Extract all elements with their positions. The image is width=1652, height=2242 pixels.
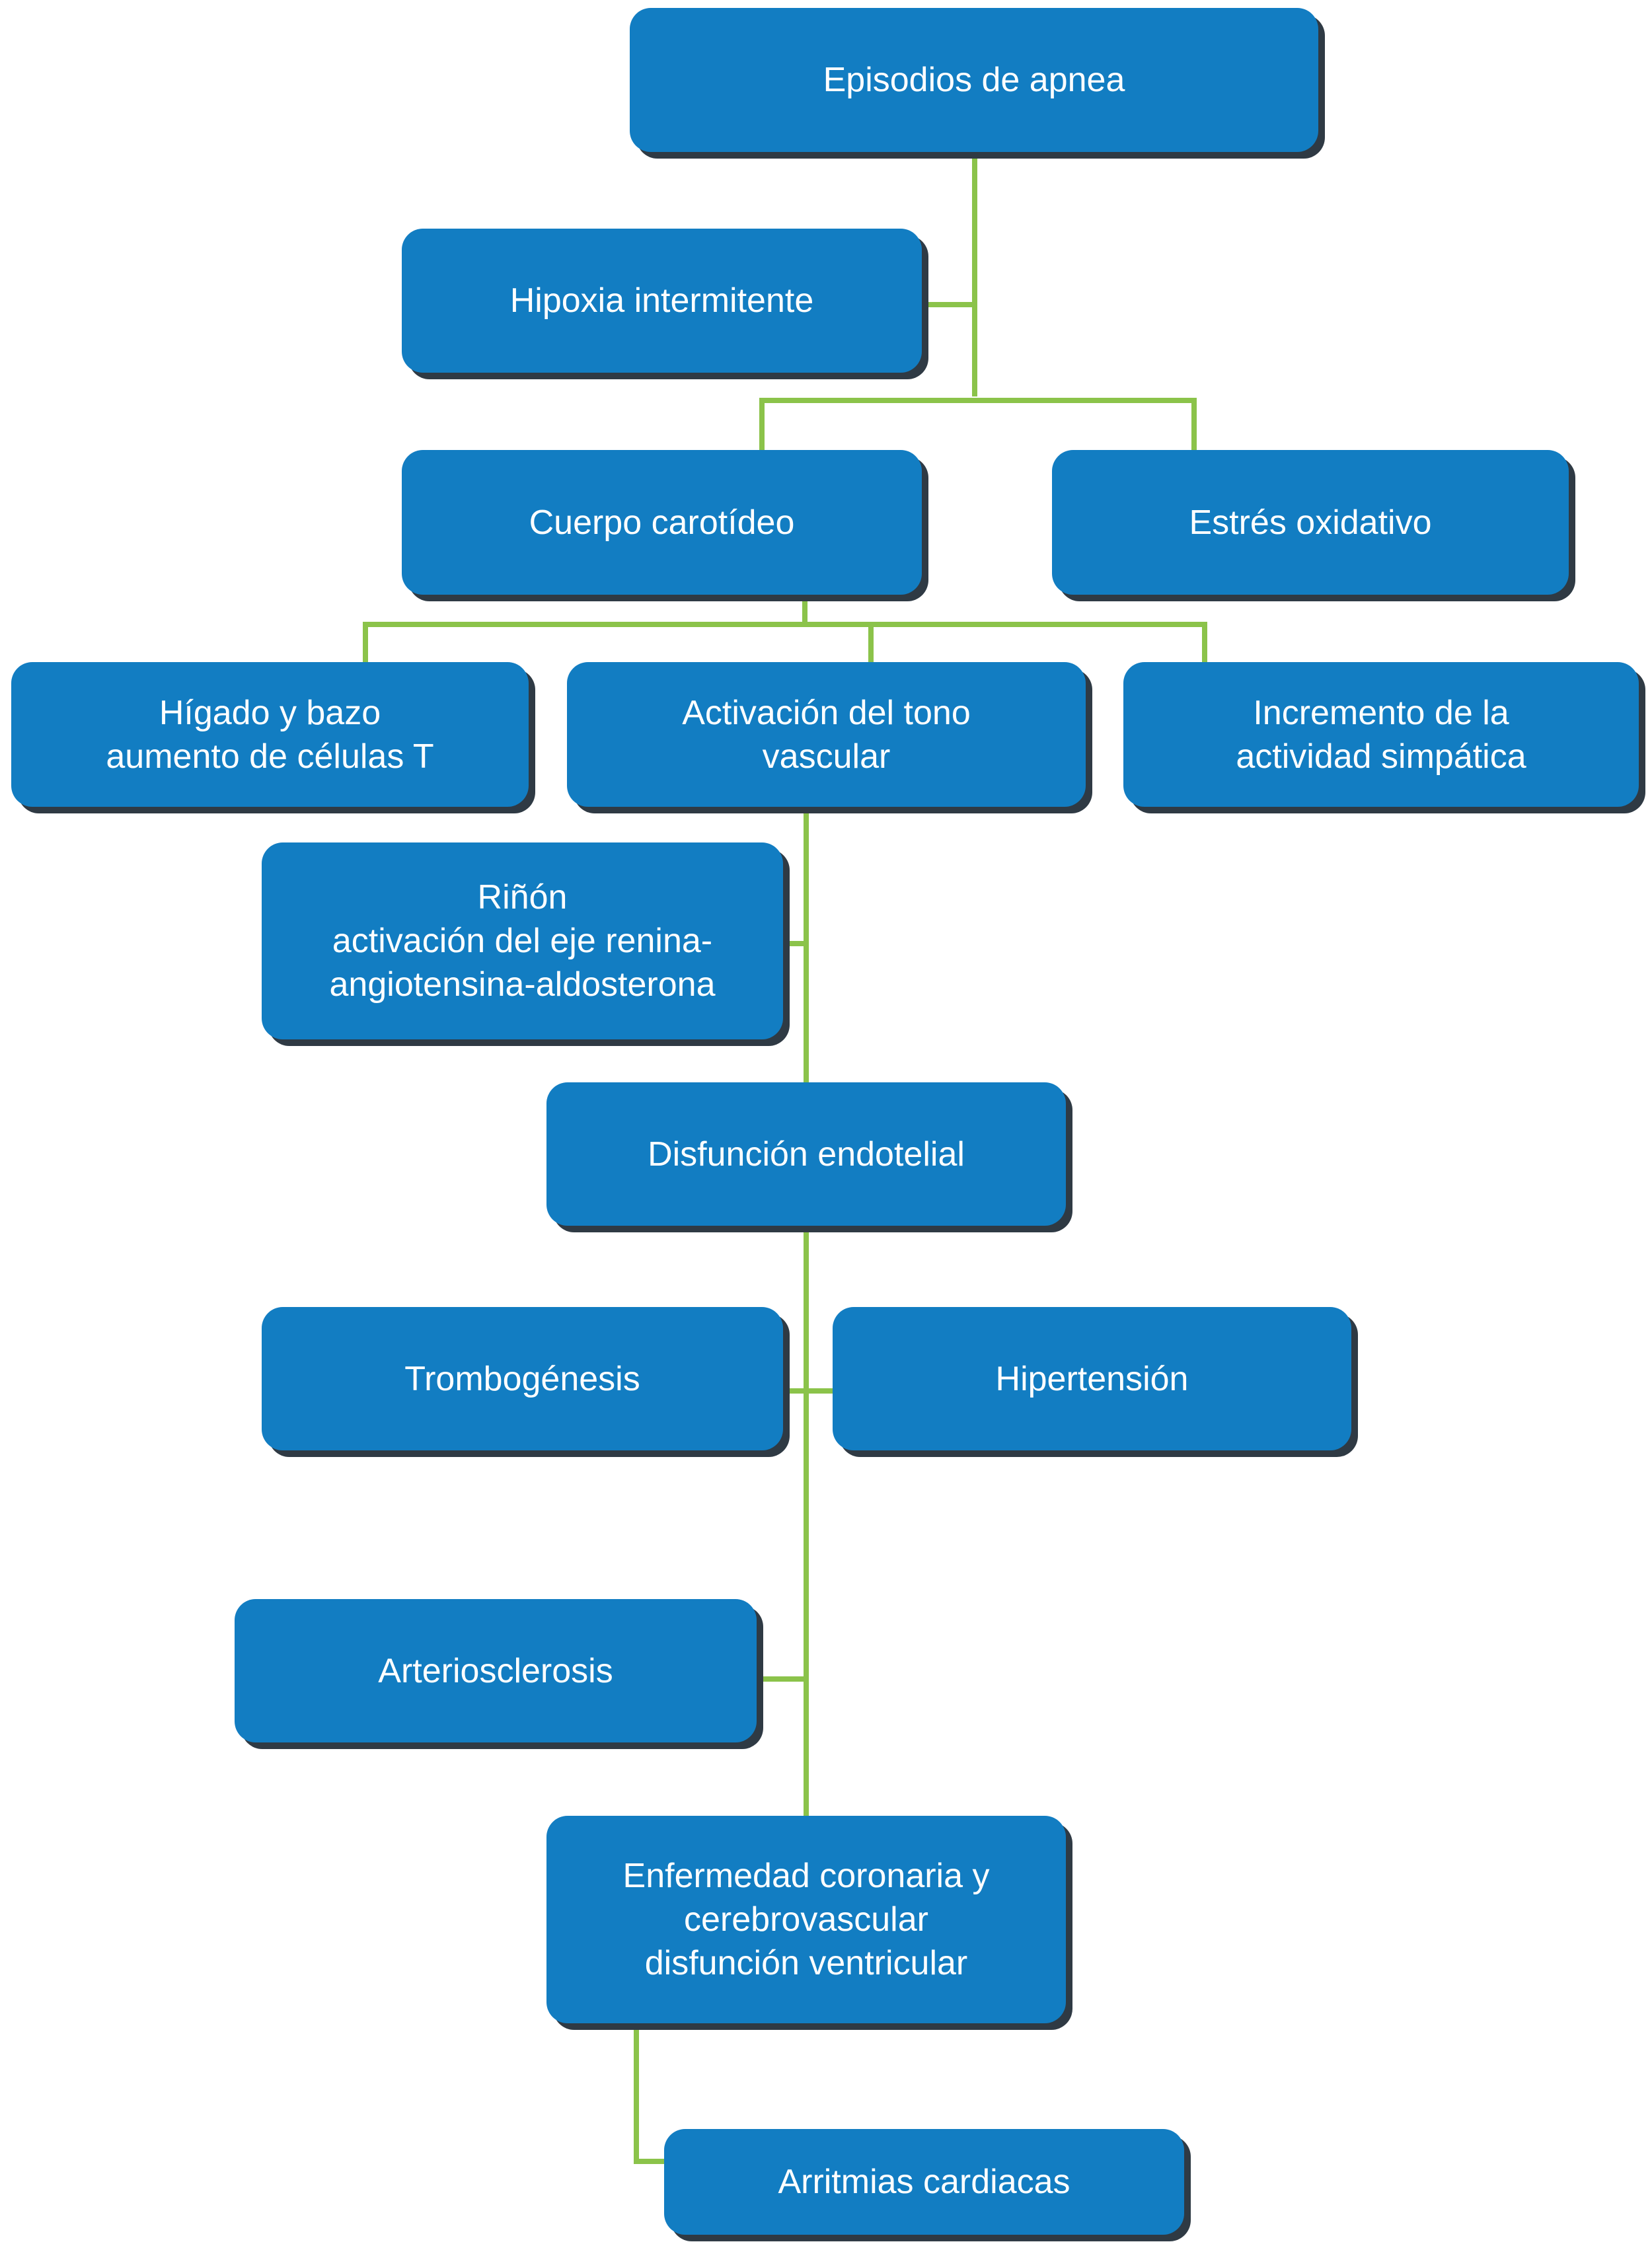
node-higado-bazo-label: Hígado y bazo aumento de células T bbox=[106, 693, 434, 776]
node-activacion-tono: Activación del tono vascular bbox=[567, 662, 1086, 807]
node-arteriosclerosis-label: Arteriosclerosis bbox=[378, 1651, 613, 1690]
node-estres-oxidativo: Estrés oxidativo bbox=[1052, 450, 1569, 595]
node-hipoxia-intermitente: Hipoxia intermitente bbox=[402, 229, 922, 373]
node-incremento-simpatica: Incremento de la actividad simpática bbox=[1123, 662, 1639, 807]
node-higado-bazo: Hígado y bazo aumento de células T bbox=[11, 662, 529, 807]
node-disfuncion-endotelial-label: Disfunción endotelial bbox=[648, 1135, 965, 1174]
node-rinon: Riñón activación del eje renina- angiote… bbox=[262, 842, 783, 1039]
node-enfermedad-coronaria-label: Enfermedad coronaria y cerebrovascular d… bbox=[622, 1857, 990, 1982]
node-activacion-tono-label: Activación del tono vascular bbox=[682, 693, 971, 776]
node-enfermedad-coronaria: Enfermedad coronaria y cerebrovascular d… bbox=[546, 1816, 1066, 2023]
node-hipoxia-intermitente-label: Hipoxia intermitente bbox=[509, 281, 814, 320]
node-trombogenesis-label: Trombogénesis bbox=[404, 1359, 640, 1398]
node-episodios-apnea-label: Episodios de apnea bbox=[823, 61, 1125, 99]
node-arteriosclerosis: Arteriosclerosis bbox=[235, 1599, 757, 1742]
node-hipertension-label: Hipertensión bbox=[995, 1359, 1189, 1398]
node-estres-oxidativo-label: Estrés oxidativo bbox=[1189, 503, 1432, 542]
node-cuerpo-carotideo: Cuerpo carotídeo bbox=[402, 450, 922, 595]
connector-arritmias bbox=[634, 2021, 667, 2164]
node-incremento-simpatica-label: Incremento de la actividad simpática bbox=[1236, 693, 1526, 776]
node-arritmias-cardiacas: Arritmias cardiacas bbox=[664, 2129, 1184, 2235]
node-hipertension: Hipertensión bbox=[833, 1307, 1351, 1450]
node-disfuncion-endotelial: Disfunción endotelial bbox=[546, 1082, 1066, 1226]
node-trombogenesis: Trombogénesis bbox=[262, 1307, 783, 1450]
node-arritmias-cardiacas-label: Arritmias cardiacas bbox=[778, 2163, 1070, 2201]
node-episodios-apnea: Episodios de apnea bbox=[630, 8, 1318, 152]
node-cuerpo-carotideo-label: Cuerpo carotídeo bbox=[529, 503, 795, 542]
node-rinon-label: Riñón activación del eje renina- angiote… bbox=[329, 878, 716, 1004]
